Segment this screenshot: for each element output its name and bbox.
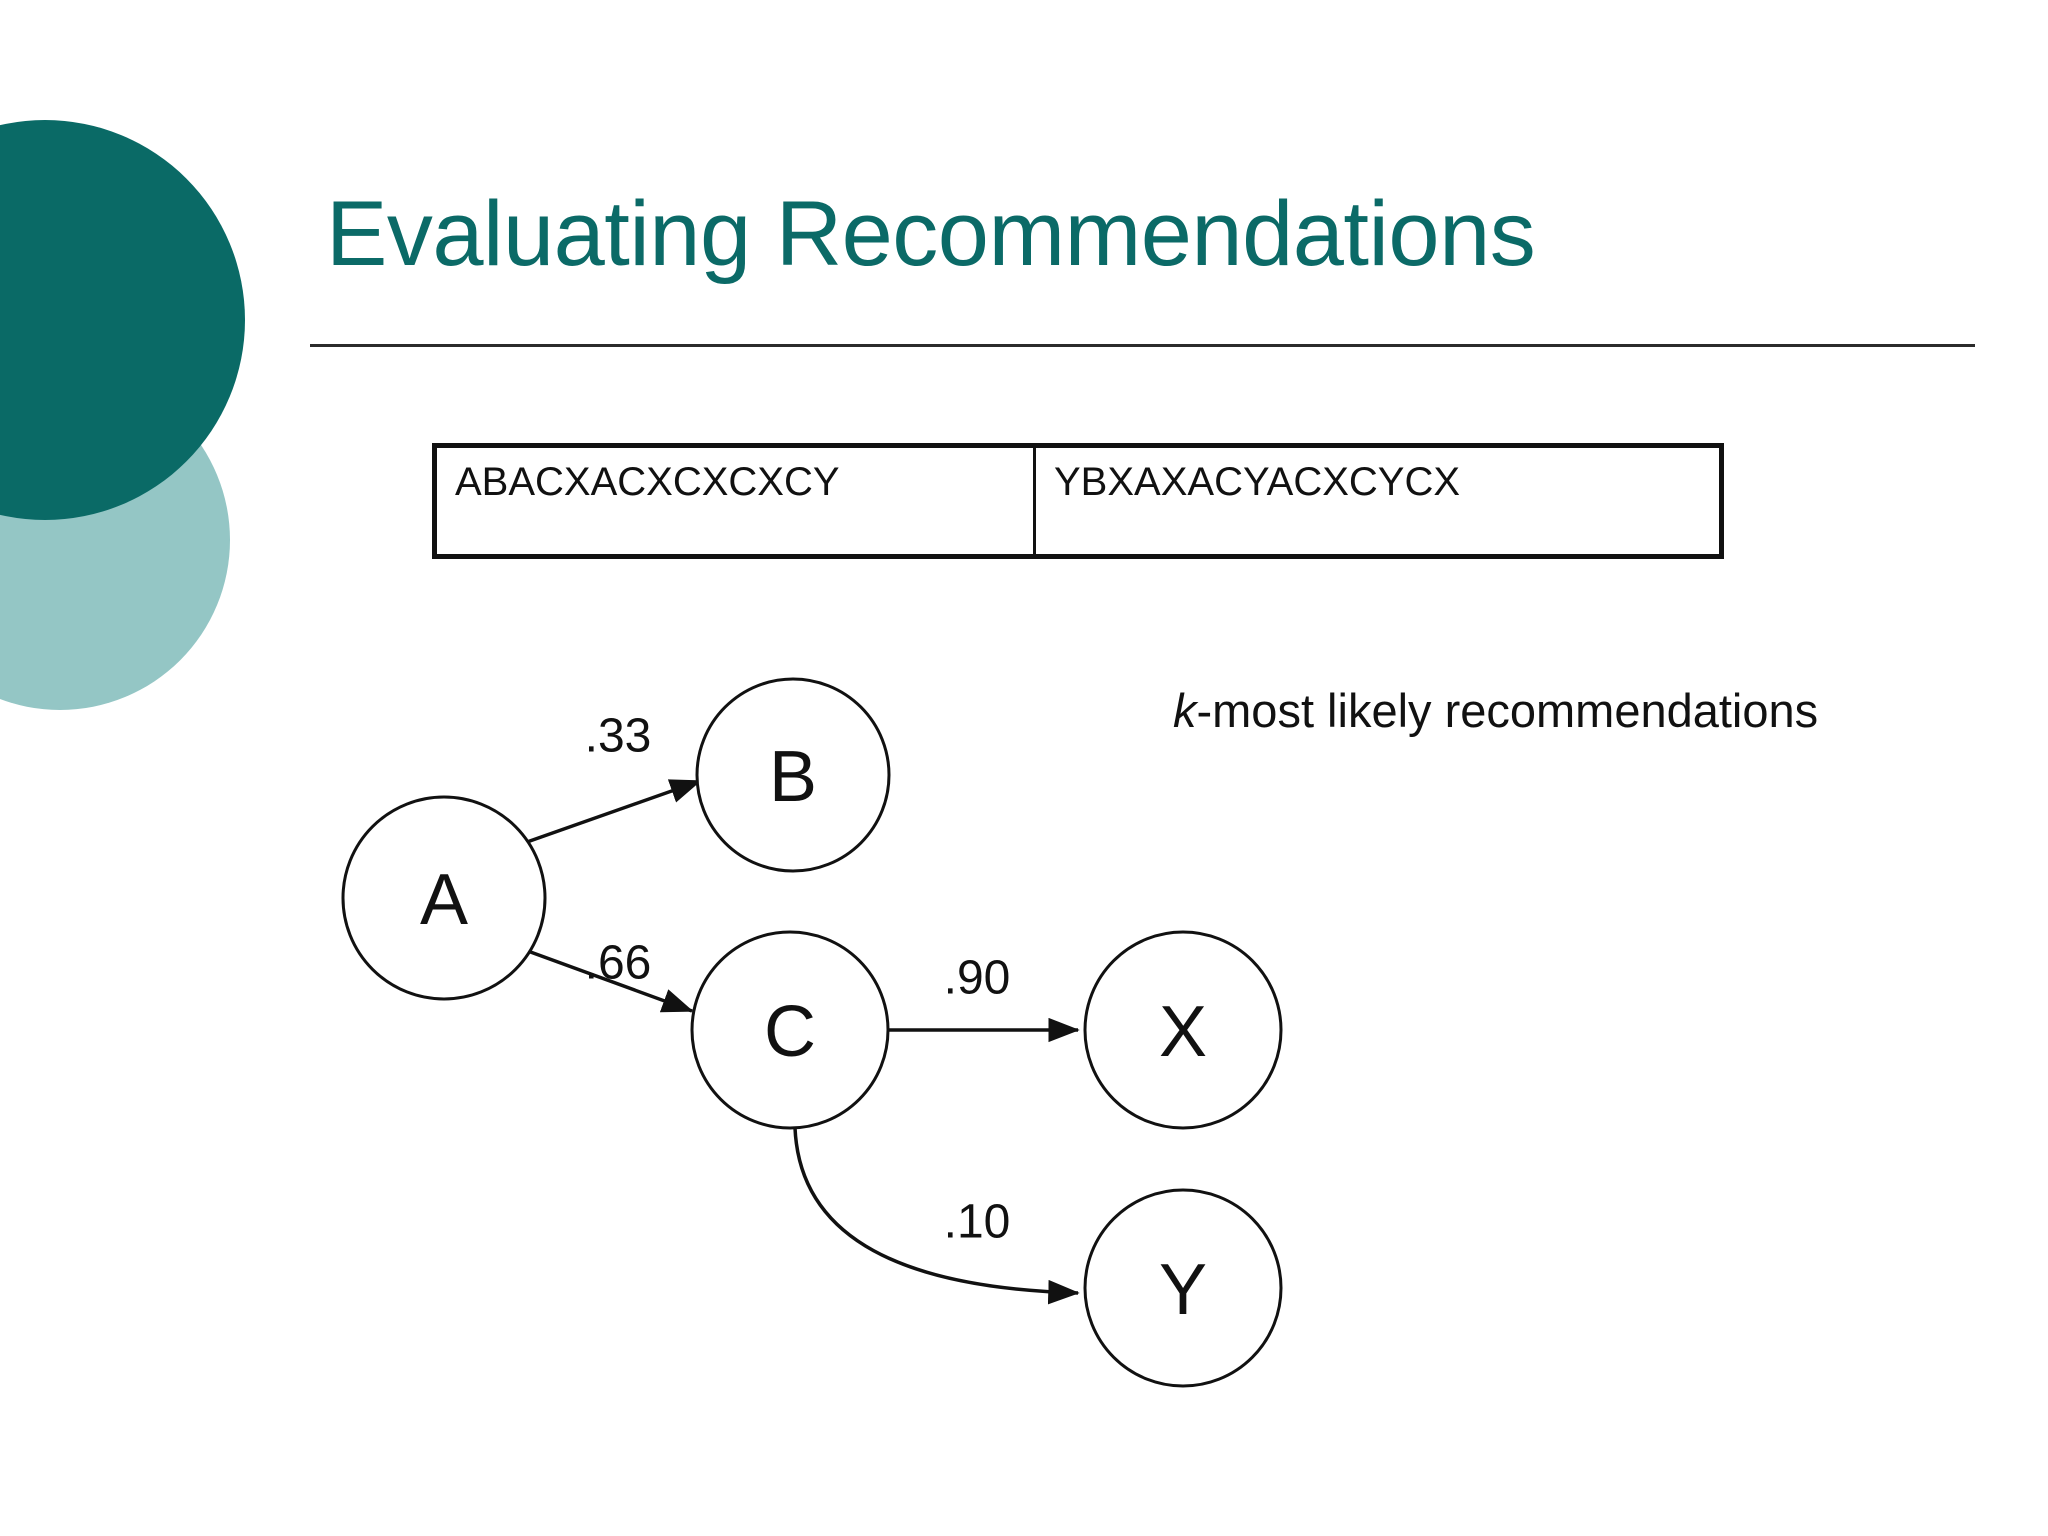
- graph-node-y-label: Y: [1159, 1250, 1207, 1330]
- graph-node-a[interactable]: A: [341, 795, 547, 1001]
- page-title: Evaluating Recommendations: [326, 183, 1536, 285]
- edge-label-a-c: .66: [585, 937, 652, 990]
- caption-k-most-likely: k-most likely recommendations: [1173, 683, 1818, 738]
- sequence-cell-test: YBXAXACYACXCYCX: [1054, 460, 1461, 504]
- edge-c-to-y: [793, 1127, 1080, 1305]
- sequence-cell-training: ABACXACXCXCXCY: [437, 448, 1036, 554]
- graph-node-c[interactable]: C: [690, 930, 890, 1130]
- edge-label-c-x: .90: [944, 952, 1011, 1005]
- graph-edge-labels: .33 .66 .90 .10: [585, 710, 1011, 1249]
- sequence-table: ABACXACXCXCXCY YBXAXACYACXCYCX: [432, 443, 1724, 559]
- graph-nodes: A B C X Y: [341, 677, 1283, 1388]
- graph-node-b-label: B: [769, 737, 817, 817]
- caption-emphasis-k: k: [1173, 684, 1197, 737]
- title-divider-rule: [310, 344, 1975, 347]
- graph-node-y[interactable]: Y: [1083, 1188, 1283, 1388]
- graph-edges: [524, 779, 1080, 1305]
- graph-node-x[interactable]: X: [1083, 930, 1283, 1130]
- caption-rest: -most likely recommendations: [1196, 684, 1819, 737]
- graph-node-c-label: C: [764, 992, 816, 1072]
- edge-a-to-b: [526, 779, 702, 844]
- edge-a-to-c: [524, 948, 694, 1013]
- graph-node-x-label: X: [1159, 992, 1207, 1072]
- graph-node-a-label: A: [420, 860, 468, 940]
- edge-label-a-b: .33: [585, 710, 652, 763]
- edge-label-c-y: .10: [944, 1196, 1011, 1249]
- graph-node-b[interactable]: B: [695, 677, 891, 873]
